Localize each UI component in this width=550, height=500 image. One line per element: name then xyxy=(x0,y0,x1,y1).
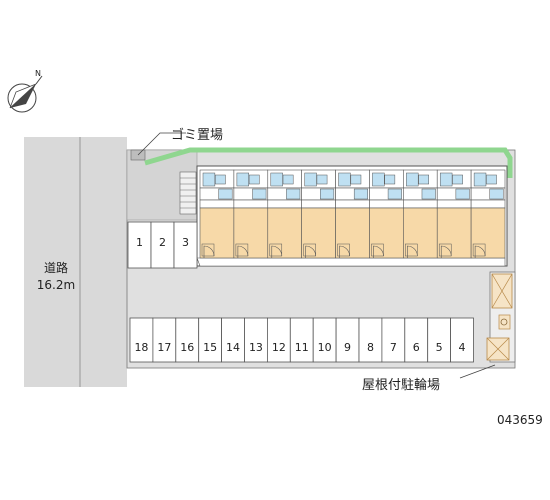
compass: N xyxy=(7,69,43,113)
garbage-leader xyxy=(137,132,186,156)
unit xyxy=(199,169,235,259)
parking-space-number: 1 xyxy=(136,236,143,249)
parking-space-number: 11 xyxy=(295,341,309,354)
parking-space-number: 12 xyxy=(272,341,286,354)
parking-space: 18 xyxy=(129,317,154,363)
north-label: N xyxy=(35,69,41,78)
unit xyxy=(403,169,438,259)
parking-space-number: 16 xyxy=(180,341,194,354)
road xyxy=(24,137,80,387)
parking-space-number: 13 xyxy=(249,341,263,354)
parking-space: 12 xyxy=(266,317,291,363)
parking-space-number: 6 xyxy=(413,341,420,354)
parking-space: 5 xyxy=(427,317,452,363)
parking-space-number: 2 xyxy=(159,236,166,249)
unit xyxy=(335,169,370,259)
parking-space-number: 4 xyxy=(459,341,466,354)
bicycle-parking-label: 屋根付駐輪場 xyxy=(362,377,440,393)
parking-space: 8 xyxy=(358,317,383,363)
unit xyxy=(267,169,302,259)
parking-space: 11 xyxy=(289,317,314,363)
bicycle-icon xyxy=(498,314,511,330)
parking-space-number: 14 xyxy=(226,341,240,354)
parking-space: 4 xyxy=(450,317,474,363)
parking-space-number: 9 xyxy=(344,341,351,354)
road-width-label: 16.2m xyxy=(37,278,75,292)
parking-space-number: 3 xyxy=(182,236,189,249)
parking-space-number: 5 xyxy=(436,341,443,354)
parking-space-number: 15 xyxy=(203,341,217,354)
parking-space-number: 8 xyxy=(367,341,374,354)
apartment-building xyxy=(196,165,508,267)
parking-space: 17 xyxy=(152,317,177,363)
parking-space: 7 xyxy=(381,317,406,363)
parking-space-number: 7 xyxy=(390,341,397,354)
parking-space: 2 xyxy=(150,221,175,269)
parking-space: 6 xyxy=(404,317,429,363)
sidewalk xyxy=(80,137,127,387)
road-name-label: 道路 xyxy=(44,260,68,275)
property-code: 043659 xyxy=(497,413,543,427)
parking-space-number: 18 xyxy=(134,341,148,354)
parking-space: 15 xyxy=(198,317,222,363)
parking-space: 1 xyxy=(127,221,152,269)
parking-space: 3 xyxy=(173,221,198,269)
parking-space: 9 xyxy=(335,317,360,363)
parking-space-number: 17 xyxy=(157,341,171,354)
unit xyxy=(470,169,506,259)
parking-space: 14 xyxy=(221,317,245,363)
unit xyxy=(233,169,269,259)
parking-space-number: 10 xyxy=(318,341,332,354)
hedge xyxy=(144,147,513,178)
unit xyxy=(369,169,404,259)
bicycle-leader xyxy=(459,364,496,379)
parking-top-row: 1 2 3 xyxy=(127,221,198,269)
parking-bottom-row: 18 17 16 15 14 13 12 11 10 9 8 7 6 5 4 xyxy=(129,317,474,363)
unit xyxy=(436,169,472,259)
garbage-label: ゴミ置場 xyxy=(171,127,223,143)
north-arrow-icon xyxy=(7,75,43,113)
stairs xyxy=(179,171,197,215)
parking-space: 13 xyxy=(244,317,268,363)
parking-space: 16 xyxy=(175,317,200,363)
unit xyxy=(301,169,336,259)
bicycle-parking-structure xyxy=(486,271,516,363)
parking-space: 10 xyxy=(312,317,337,363)
